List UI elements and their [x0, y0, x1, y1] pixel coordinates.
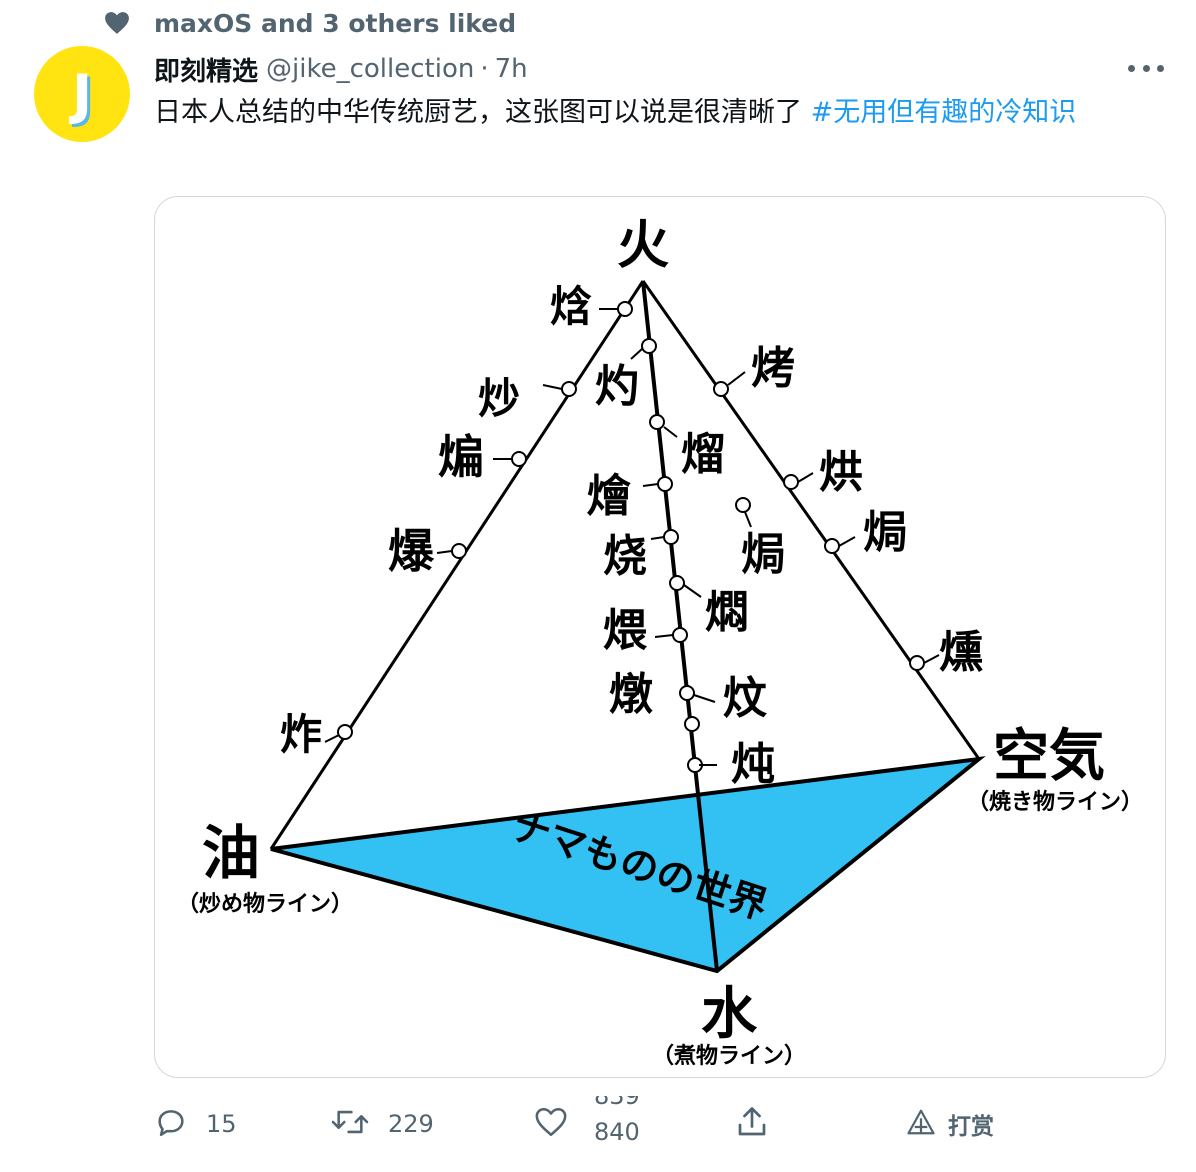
center-label-4: 烧 — [603, 531, 647, 582]
vertex-oil-subtitle: （炒め物ライン） — [177, 891, 353, 917]
right-label-1: 烤 — [751, 343, 795, 394]
tweet-header: 即刻精选 @jike_collection · 7h — [154, 50, 528, 88]
center-label-2: 熘 — [681, 429, 725, 480]
center-label-3: 燴 — [586, 471, 631, 522]
vertex-water-label: 水 — [701, 982, 758, 1047]
tweet-image[interactable]: 火 油 （炒め物ライン） 空気 （焼き物ライン） 水 （煮物ライン） ナマものの… — [154, 196, 1166, 1078]
cooking-pyramid-diagram: 火 油 （炒め物ライン） 空気 （焼き物ライン） 水 （煮物ライン） ナマものの… — [177, 216, 1143, 1069]
avatar[interactable]: J — [34, 46, 130, 142]
reward-button[interactable]: 打赏 — [906, 1096, 994, 1152]
like-icon — [534, 1106, 568, 1142]
tweet-text: 日本人总结的中华传统厨艺，这张图可以说是很清晰了 #无用但有趣的冷知识 — [154, 92, 1164, 134]
reply-icon — [154, 1105, 188, 1143]
vertex-air-subtitle: （焼き物ライン） — [967, 789, 1143, 815]
reward-icon — [906, 1108, 936, 1140]
left-label-5: 炸 — [280, 710, 322, 759]
tweet-body: 日本人总结的中华传统厨艺，这张图可以说是很清晰了 — [154, 97, 802, 128]
retweet-button[interactable]: 229 — [330, 1096, 434, 1152]
reply-button[interactable]: 15 — [154, 1096, 237, 1152]
vertex-air-label: 空気 — [993, 724, 1105, 789]
heart-icon — [100, 6, 134, 40]
like-count-previous: 839 — [594, 1096, 640, 1110]
tweet-timestamp[interactable]: 7h — [494, 54, 528, 84]
social-context[interactable]: maxOS and 3 others liked — [100, 6, 516, 40]
author-handle[interactable]: @jike_collection — [266, 54, 475, 84]
vertex-water-subtitle: （煮物ライン） — [652, 1043, 806, 1069]
left-label-4: 爆 — [388, 524, 435, 578]
center-label-9: 炖 — [731, 739, 775, 790]
reply-count: 15 — [206, 1110, 237, 1138]
separator-dot: · — [480, 54, 489, 84]
center-label-8: 炆 — [723, 673, 768, 724]
retweet-icon — [330, 1105, 370, 1143]
left-label-2: 炒 — [478, 374, 520, 423]
like-count: 839 840 — [594, 1096, 664, 1152]
center-label-6: 煨 — [603, 605, 648, 656]
right-label-3: 焗 — [863, 507, 907, 558]
right-label-2: 烘 — [819, 447, 863, 498]
inner-label: 焗 — [741, 529, 785, 580]
left-label-1: 焓 — [550, 282, 592, 331]
center-label-7: 燉 — [609, 669, 653, 720]
reward-label: 打赏 — [948, 1114, 994, 1140]
apex-fire-label: 火 — [617, 216, 669, 276]
avatar-letter: J — [71, 62, 93, 126]
like-button[interactable]: 839 840 — [534, 1096, 664, 1152]
share-icon — [734, 1104, 770, 1144]
right-label-4: 燻 — [939, 627, 983, 678]
like-count-current: 840 — [594, 1118, 640, 1146]
hashtag-link[interactable]: #无用但有趣的冷知识 — [810, 97, 1077, 128]
center-label-1: 灼 — [595, 361, 639, 412]
center-label-5: 燜 — [705, 587, 749, 638]
share-button[interactable] — [734, 1096, 770, 1152]
vertex-oil-label: 油 — [202, 819, 260, 887]
left-label-3: 煸 — [438, 430, 484, 484]
liked-by-text: maxOS and 3 others liked — [154, 8, 517, 38]
more-options-icon[interactable] — [1128, 56, 1164, 80]
tweet-actions: 15 229 839 840 打赏 — [154, 1096, 1164, 1152]
author-name[interactable]: 即刻精选 — [154, 56, 259, 87]
retweet-count: 229 — [388, 1110, 434, 1138]
